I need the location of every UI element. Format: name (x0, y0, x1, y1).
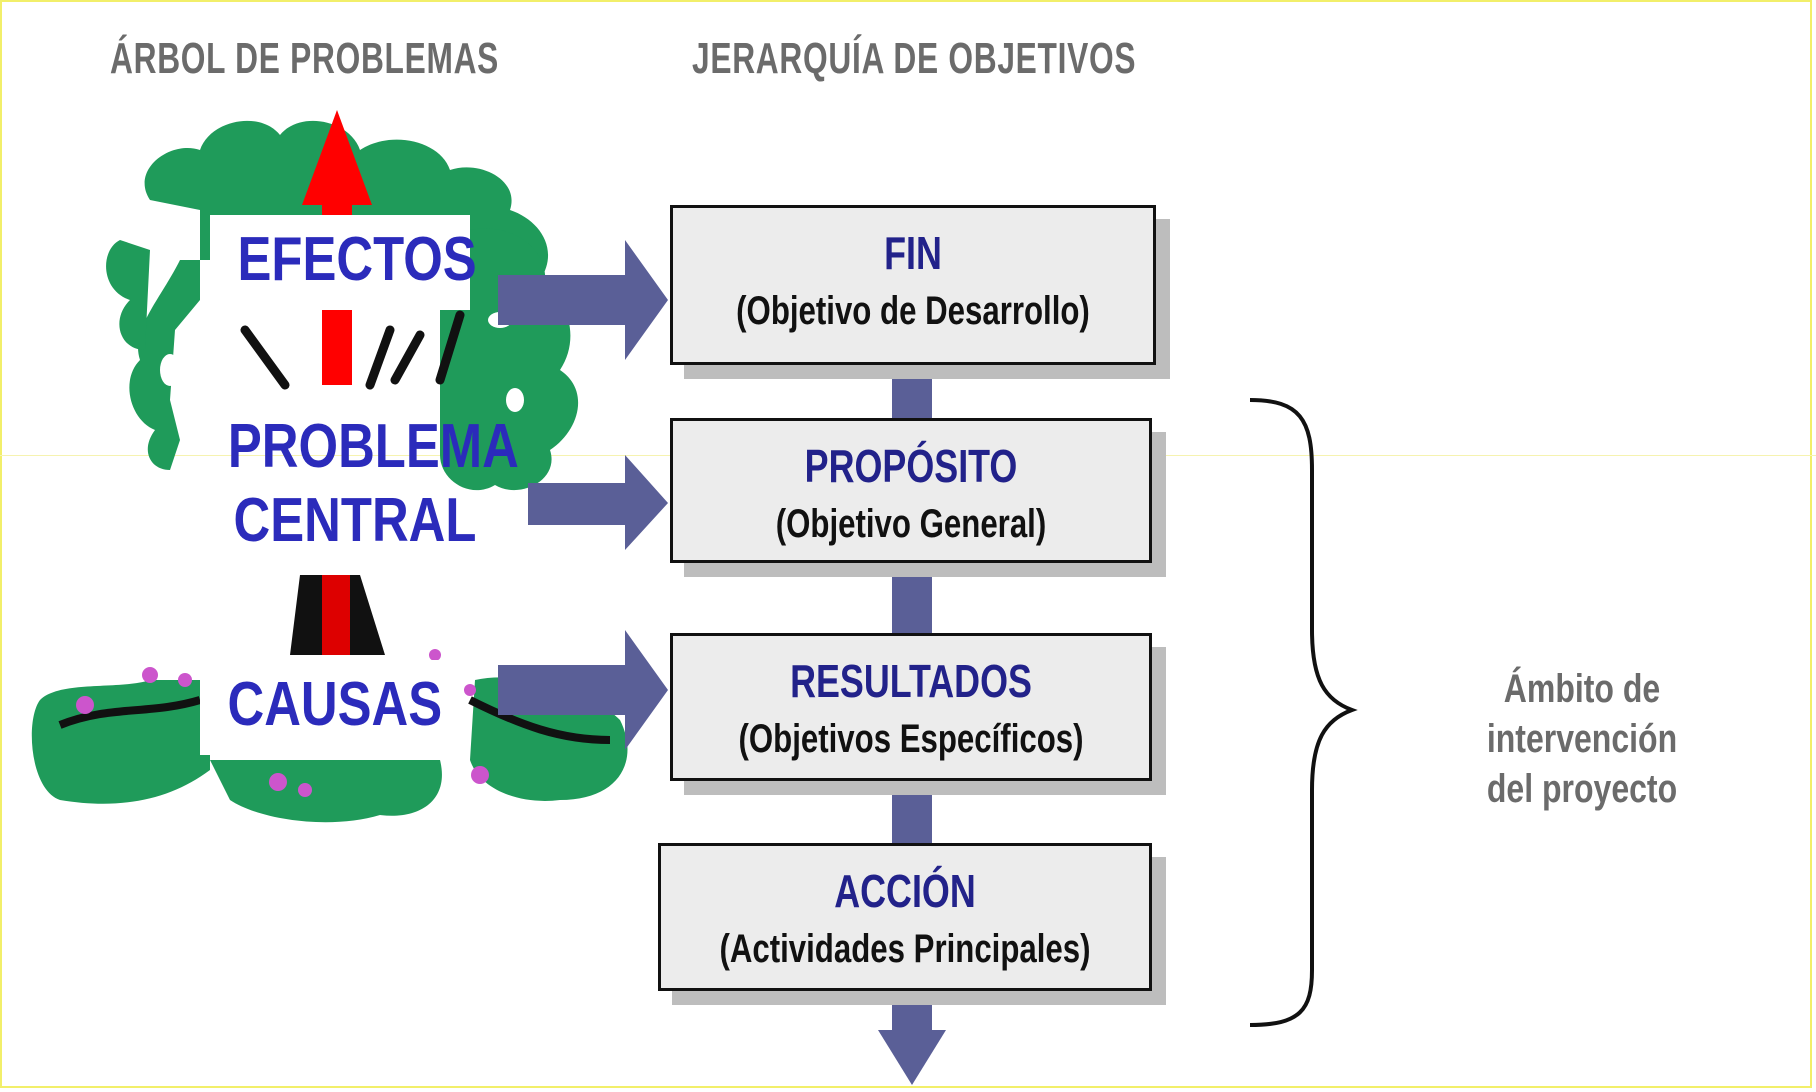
tree-to-objectives-arrows (498, 240, 668, 750)
objective-title: RESULTADOS (790, 655, 1032, 707)
central-problem-label-line1: PROBLEMA (227, 412, 519, 481)
effects-label-plate (210, 215, 470, 310)
effects-label: EFECTOS (237, 225, 477, 294)
objective-subtitle: (Actividades Principales) (719, 927, 1091, 971)
scope-line1: Ámbito de intervención (1486, 667, 1678, 761)
tree-trunk (290, 575, 385, 655)
roots-lines (58, 696, 611, 744)
connector-action-down (892, 990, 932, 1032)
objective-connectors (878, 365, 946, 1085)
causes-to-results-arrow (498, 630, 668, 750)
connector-results-action (892, 780, 932, 845)
causes-label: CAUSAS (227, 670, 443, 739)
objective-title: FIN (884, 227, 942, 279)
scope-line2: del proyecto (1486, 767, 1678, 811)
objective-subtitle: (Objetivo de Desarrollo) (736, 289, 1090, 333)
objective-box-purpose: PROPÓSITO (Objetivo General) (670, 418, 1152, 563)
problem-to-purpose-arrow (528, 455, 668, 550)
connector-purpose-results (892, 560, 932, 635)
central-problem-label-line2: CENTRAL (233, 486, 477, 555)
connector-fin-purpose (892, 365, 932, 420)
objective-title: PROPÓSITO (804, 440, 1018, 492)
effects-to-fin-arrow (498, 240, 668, 360)
scope-brace (1249, 398, 1358, 1027)
objectives-hierarchy-heading: JERARQUÍA DE OBJETIVOS (692, 34, 1137, 83)
tree-branches (240, 310, 465, 390)
causes-label-plate (200, 660, 460, 755)
objective-box-fin: FIN (Objetivo de Desarrollo) (670, 205, 1156, 365)
objective-box-action: ACCIÓN (Actividades Principales) (658, 843, 1152, 991)
objective-subtitle: (Objetivos Específicos) (738, 717, 1084, 761)
objective-subtitle: (Objetivo General) (775, 502, 1047, 546)
objective-title: ACCIÓN (834, 865, 976, 917)
intervention-scope-label: Ámbito de intervención del proyecto (1414, 664, 1750, 814)
root-flowers (76, 649, 489, 797)
objective-box-results: RESULTADOS (Objetivos Específicos) (670, 633, 1152, 781)
down-arrow-head (878, 1030, 946, 1085)
problem-tree-heading: ÁRBOL DE PROBLEMAS (110, 34, 500, 83)
